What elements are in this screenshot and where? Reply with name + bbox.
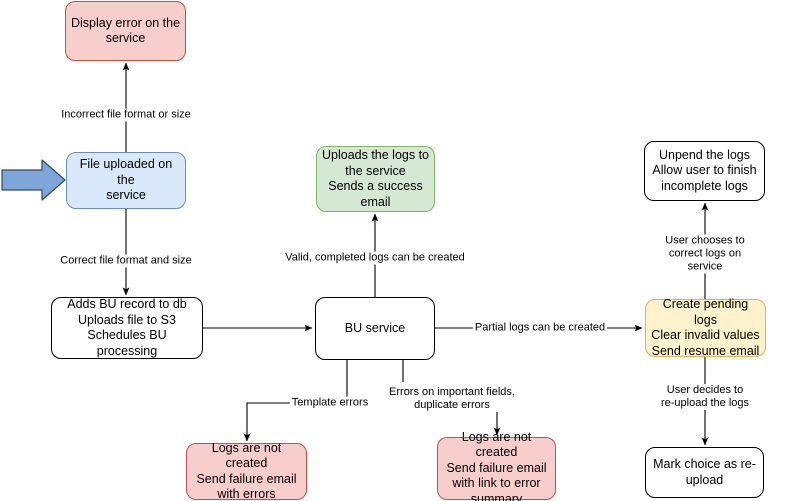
node-label: Logs are not created Send failure email … bbox=[446, 429, 547, 501]
node-create-pending-logs[interactable]: Create pending logs Clear invalid values… bbox=[645, 297, 766, 358]
node-uploads-logs[interactable]: Uploads the logs to the service Sends a … bbox=[316, 146, 435, 212]
entry-arrow bbox=[1, 159, 66, 201]
edge-label-correct-format: Correct file format and size bbox=[58, 254, 194, 268]
edge-label-errors-fields: Errors on important fields, duplicate er… bbox=[387, 386, 517, 412]
node-label: Adds BU record to db Uploads file to S3 … bbox=[67, 297, 187, 358]
node-label: Unpend the logs Allow user to finish inc… bbox=[652, 147, 757, 193]
edge-label-user-corrects: User chooses to correct logs on service bbox=[657, 234, 753, 274]
edge-label-template-errors: Template errors bbox=[289, 396, 371, 410]
node-file-uploaded[interactable]: File uploaded on the service bbox=[66, 152, 186, 209]
edge-label-incorrect-format: Incorrect file format or size bbox=[59, 108, 193, 122]
node-label: Logs are not created Send failure email … bbox=[196, 440, 297, 501]
node-label: Display error on the service bbox=[70, 15, 181, 46]
node-display-error[interactable]: Display error on the service bbox=[65, 1, 186, 61]
node-label: Mark choice as re- upload bbox=[653, 457, 756, 487]
edge-label-partial-logs: Partial logs can be created bbox=[472, 321, 608, 335]
node-bu-service[interactable]: BU service bbox=[315, 297, 435, 360]
node-label: Uploads the logs to the service Sends a … bbox=[321, 148, 429, 209]
node-adds-bu-record[interactable]: Adds BU record to db Uploads file to S3 … bbox=[51, 297, 203, 359]
node-logs-not-created-2[interactable]: Logs are not created Send failure email … bbox=[437, 430, 556, 501]
node-mark-reupload[interactable]: Mark choice as re- upload bbox=[645, 447, 764, 498]
node-label: BU service bbox=[344, 320, 406, 335]
node-label: File uploaded on the service bbox=[79, 157, 173, 203]
node-unpend-logs[interactable]: Unpend the logs Allow user to finish inc… bbox=[644, 141, 765, 201]
edge-label-valid-logs: Valid, completed logs can be created bbox=[283, 251, 467, 265]
node-label: Create pending logs Clear invalid values… bbox=[651, 297, 760, 358]
node-logs-not-created-1[interactable]: Logs are not created Send failure email … bbox=[186, 440, 307, 501]
edge-label-user-reuploads: User decides to re-upload the logs bbox=[657, 384, 753, 410]
